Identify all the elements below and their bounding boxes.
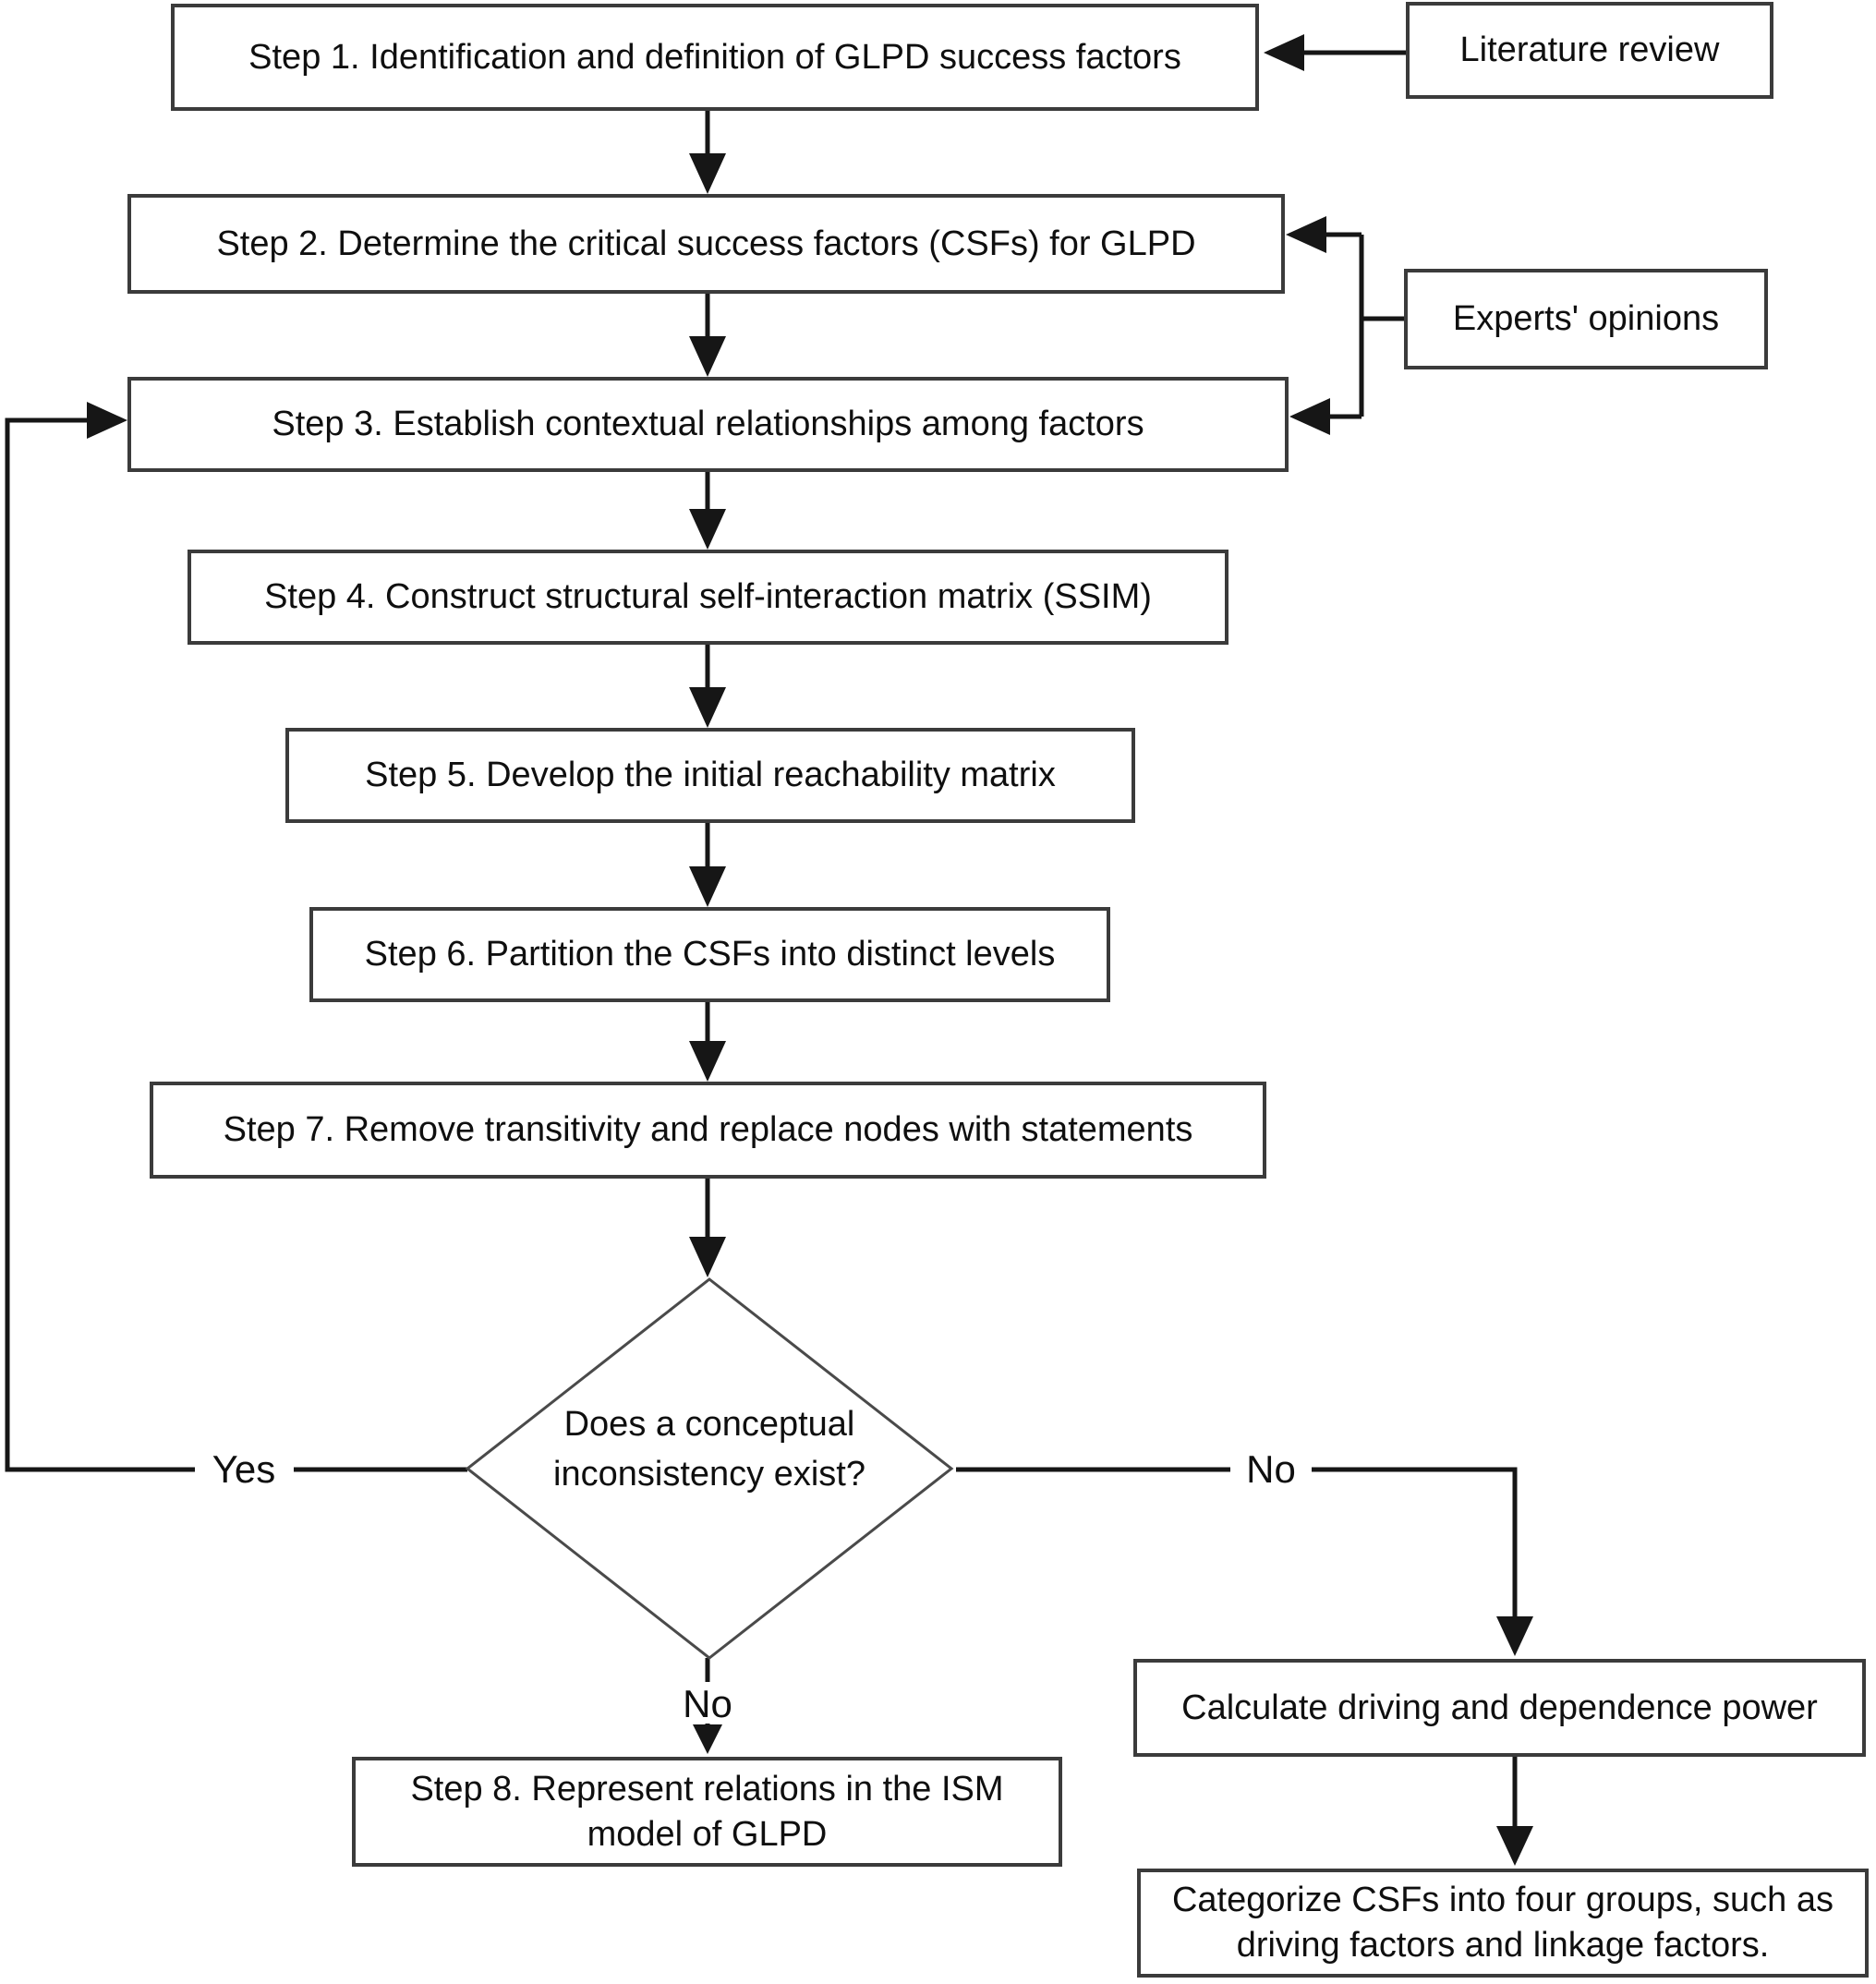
step3-box: Step 3. Establish contextual relationshi… [127,377,1289,472]
no-label-right: No [1246,1447,1296,1491]
step5-box: Step 5. Develop the initial reachability… [285,728,1135,823]
step4-box: Step 4. Construct structural self-intera… [188,550,1228,645]
decision-diamond-label: Does a conceptual inconsistency exist? [553,1405,865,1494]
step7-box: Step 7. Remove transitivity and replace … [150,1082,1266,1179]
connector-no-right [956,1467,1533,1656]
arrow-literature-to-step1 [1264,34,1406,71]
step8-box: Step 8. Represent relations in the ISM m… [352,1757,1062,1867]
experts-opinions-box: Experts' opinions [1404,269,1768,369]
connector-no-down [693,1658,722,1754]
arrow-step7-to-decision [689,1179,726,1277]
decision-diamond-shape [465,1277,954,1660]
arrow-step4-to-step5 [689,645,726,728]
categorize-box: Categorize CSFs into four groups, such a… [1137,1869,1869,1978]
arrow-step5-to-step6 [689,823,726,907]
connector-experts-opinions [1286,216,1404,435]
arrow-step6-to-step7 [689,1002,726,1082]
connector-yes-loop [5,402,467,1472]
arrow-step2-to-step3 [689,294,726,377]
step2-box: Step 2. Determine the critical success f… [127,194,1285,294]
arrow-calculate-to-categorize [1496,1757,1533,1866]
step1-box: Step 1. Identification and definition of… [171,4,1259,111]
calculate-box: Calculate driving and dependence power [1133,1659,1866,1757]
step6-box: Step 6. Partition the CSFs into distinct… [309,907,1110,1002]
yes-label: Yes [212,1447,276,1491]
literature-review-box: Literature review [1406,2,1773,99]
arrow-step1-to-step2 [689,111,726,194]
arrow-step3-to-step4 [689,472,726,550]
no-label-down: No [683,1682,732,1725]
